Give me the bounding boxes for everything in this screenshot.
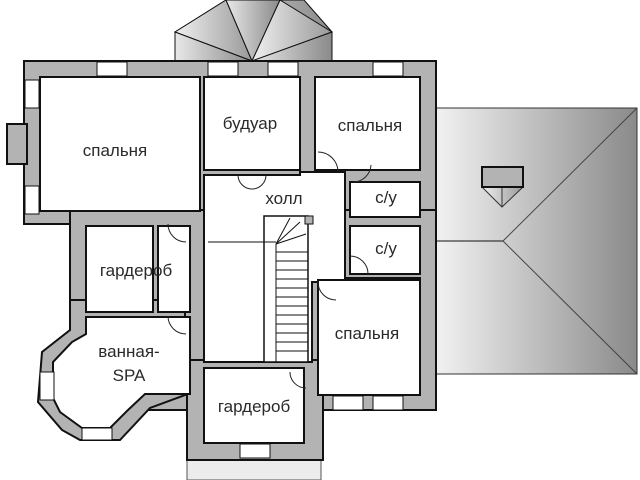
door-wardrobe-1 — [167, 223, 187, 243]
door-bedroom-2 — [317, 151, 339, 173]
room-wardrobe-1-passage — [157, 225, 191, 313]
room-wc-1 — [349, 181, 421, 218]
turret-roof — [173, 0, 334, 63]
window — [81, 427, 113, 441]
rooms — [39, 76, 421, 444]
doors — [167, 151, 372, 389]
room-wc-2 — [349, 225, 421, 275]
label-bedroom-3: спальня — [335, 324, 400, 343]
room-bedroom-2 — [314, 76, 421, 171]
door-boudoir — [237, 174, 267, 190]
window — [372, 395, 404, 411]
label-bedroom-1: спальня — [83, 141, 148, 160]
window — [39, 371, 55, 401]
door-bedroom-3 — [317, 281, 337, 301]
label-wardrobe-1: гардероб — [100, 261, 173, 280]
label-bedroom-2: спальня — [338, 116, 403, 135]
chimney-icon — [480, 166, 525, 208]
window — [332, 395, 364, 411]
window — [207, 61, 239, 77]
window — [267, 61, 299, 77]
room-boudoir — [203, 76, 301, 171]
room-wardrobe-1 — [85, 225, 154, 313]
label-wardrobe-2: гардероб — [218, 397, 291, 416]
window — [372, 61, 404, 77]
door-wc-1 — [352, 164, 372, 183]
window — [239, 443, 271, 459]
label-bath-spa-1: ванная- — [98, 342, 159, 361]
room-labels: спальня будуар спальня холл с/у с/у гард… — [83, 114, 403, 416]
label-bath-spa-2: SPA — [113, 366, 146, 385]
door-bath-spa — [167, 315, 187, 335]
label-hall: холл — [265, 189, 302, 208]
room-bedroom-1 — [39, 76, 201, 212]
windows — [24, 61, 404, 459]
terrace — [186, 459, 322, 480]
room-wardrobe-2 — [203, 367, 305, 444]
door-wc-2 — [349, 255, 369, 275]
window — [96, 61, 128, 77]
hip-roof — [435, 107, 638, 375]
label-boudoir: будуар — [223, 114, 277, 133]
window — [24, 185, 40, 215]
window — [24, 79, 40, 109]
staircase — [208, 215, 314, 363]
label-wc-1: с/у — [375, 188, 397, 207]
label-wc-2: с/у — [375, 239, 397, 258]
room-bedroom-3 — [317, 279, 421, 396]
door-wardrobe-2 — [289, 371, 307, 389]
